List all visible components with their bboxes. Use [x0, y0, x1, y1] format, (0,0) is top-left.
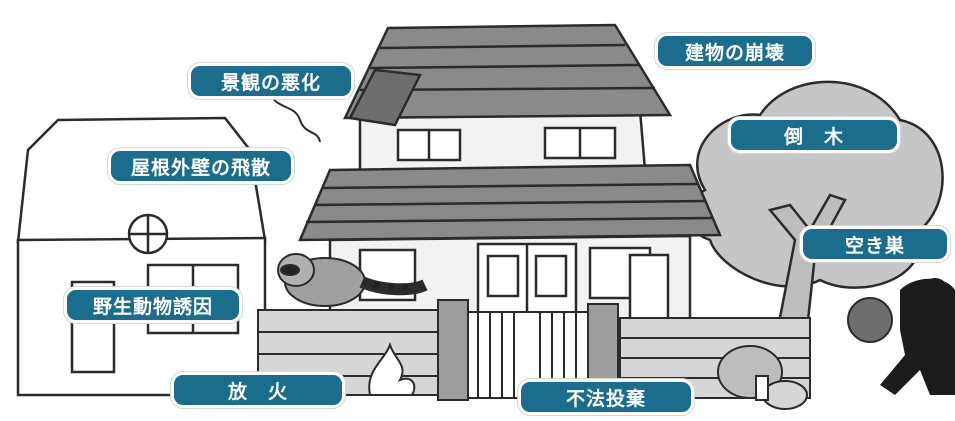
fire: [368, 341, 416, 396]
garbage-pile: [717, 345, 808, 410]
label-vacant-burglary: 空き巣: [800, 226, 950, 262]
label-fallen-tree: 倒 木: [728, 117, 900, 153]
raccoon: [277, 253, 428, 307]
label-wild-animal-attraction: 野生動物誘因: [64, 287, 242, 323]
label-arson: 放 火: [171, 372, 345, 408]
burglar-silhouette: [847, 278, 955, 395]
deterioration-squiggle: [269, 94, 321, 143]
label-scenery-deterioration: 景観の悪化: [188, 63, 354, 99]
label-roof-wall-scatter: 屋根外壁の飛散: [108, 148, 294, 184]
label-building-collapse: 建物の崩壊: [655, 33, 815, 69]
label-illegal-dumping: 不法投棄: [518, 379, 694, 415]
